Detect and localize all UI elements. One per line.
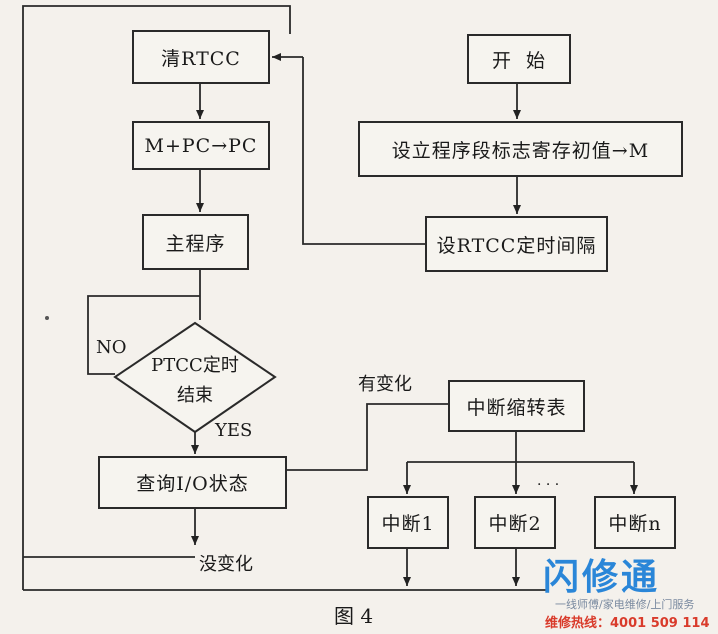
ellipsis-label: · · ·: [537, 477, 560, 493]
m-pc-box: M+PC→PC: [132, 121, 270, 170]
start-box: 开 始: [467, 34, 571, 84]
decision-line-2: 结束: [177, 385, 213, 406]
loop-top-line: [22, 5, 291, 590]
query-io-box: 查询I/O状态: [98, 456, 287, 509]
decision-line-1: PTCC定时: [151, 355, 239, 376]
watermark-slogan: 一线师傅/家电维修/上门服务: [555, 598, 695, 611]
watermark-logo: 闪修通: [543, 557, 661, 598]
interrupt-1-box: 中断1: [367, 496, 449, 549]
figure-caption: 图 4: [334, 604, 374, 628]
interrupt-table-box: 中断缩转表: [448, 380, 585, 432]
interrupt-2-box: 中断2: [474, 496, 556, 549]
yes-label: YES: [215, 420, 253, 441]
set-interval-box: 设RTCC定时间隔: [425, 216, 608, 272]
main-program-box: 主程序: [142, 214, 249, 270]
unchanged-label: 没变化: [199, 554, 253, 575]
clear-rtcc-box: 清RTCC: [132, 30, 270, 84]
interrupt-n-box: 中断n: [594, 496, 676, 549]
changed-label: 有变化: [358, 374, 412, 395]
watermark-hotline: 维修热线：4001 509 114: [545, 616, 710, 631]
decision-diamond: [113, 321, 277, 434]
no-label: NO: [96, 337, 127, 358]
set-initial-box: 设立程序段标志寄存初值→M: [358, 121, 683, 177]
